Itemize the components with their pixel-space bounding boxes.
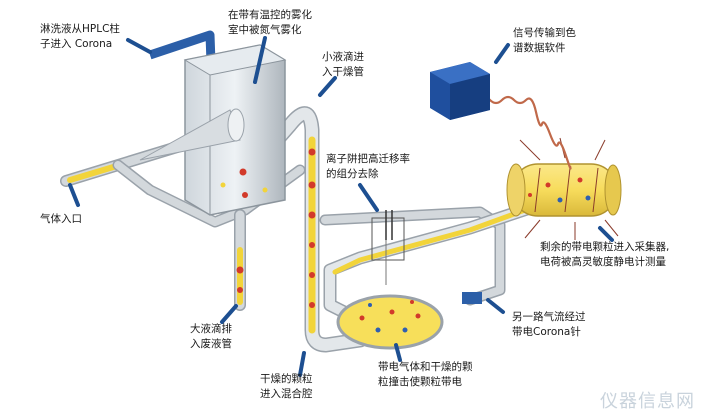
label-gas-inlet: 气体入口 — [40, 213, 82, 225]
pointer-signal — [494, 43, 510, 64]
pointer-ion-trap — [358, 183, 379, 212]
watermark-logo: 仪器信息网 — [600, 391, 695, 412]
label-collector: 剩余的带电颗粒进入采集器, 电荷被高灵敏度静电计测量 — [540, 241, 670, 268]
label-dry-particles: 干燥的颗粒 进入混合腔 — [260, 373, 313, 400]
label-charged-gas: 带电气体和干燥的颗 粒撞击使颗粒带电 — [378, 361, 473, 388]
nebulizer-chamber — [139, 44, 287, 216]
label-signal: 信号传输到色 谱数据软件 — [513, 27, 576, 54]
pointer-small-drops — [318, 76, 337, 97]
pointer-dry-particles — [298, 351, 306, 377]
label-second-gas: 另一路气流经过 带电Corona针 — [512, 311, 586, 338]
pointer-gas-inlet — [68, 183, 80, 207]
corona-needle-housing — [462, 292, 482, 304]
pointer-collector — [598, 226, 614, 242]
tube-network — [60, 106, 537, 353]
pointer-eluent — [126, 38, 152, 54]
signal-cable — [477, 95, 572, 170]
data-software-box — [430, 62, 490, 120]
pointer-nebulize — [253, 36, 267, 84]
collector-field-lines — [519, 137, 619, 240]
pointer-charged-gas — [394, 343, 402, 362]
label-eluent: 淋洗液从HPLC柱 子进入 Corona — [40, 23, 120, 50]
label-nebulize: 在带有温控的雾化 室中被氮气雾化 — [228, 9, 312, 36]
label-large-drops: 大液滴排 入废液管 — [190, 323, 232, 350]
label-ion-trap: 离子阱把高迁移率 的组分去除 — [326, 153, 410, 180]
pointer-second-gas — [486, 298, 505, 314]
pointer-arrows — [68, 36, 614, 377]
pointer-large-drops — [220, 304, 238, 324]
mixing-chamber — [336, 294, 444, 350]
ion-trap — [371, 210, 405, 285]
drying-droplets — [236, 148, 316, 308]
label-small-drops: 小液滴进 入干燥管 — [322, 51, 364, 78]
collector — [506, 163, 622, 217]
